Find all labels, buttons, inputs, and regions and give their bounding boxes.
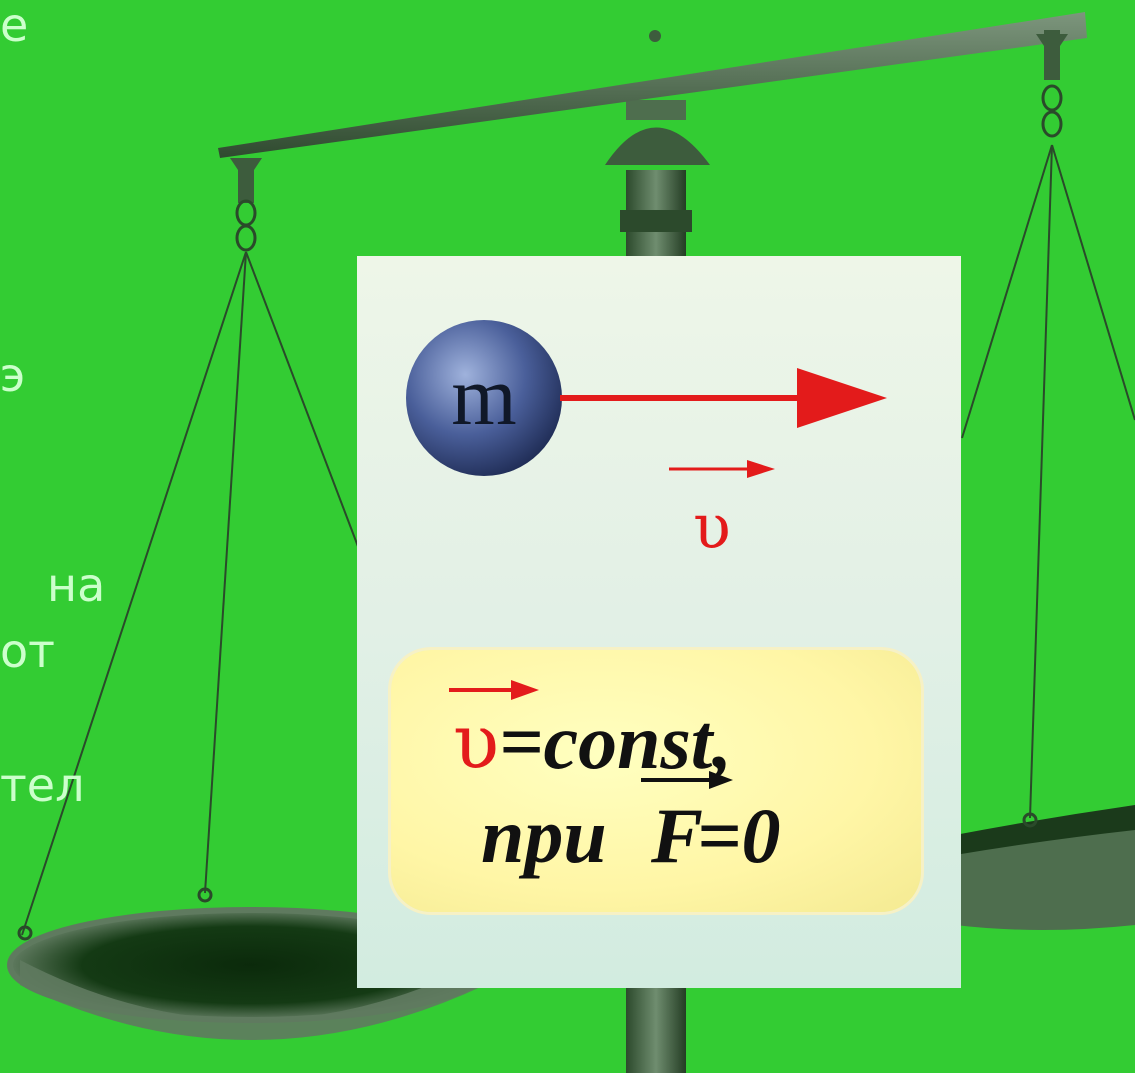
formula-line-2-rest: =0 [697,792,780,879]
scale-beam [218,12,1087,158]
velocity-symbol: υ [693,490,731,563]
formula-velocity-symbol: υ [453,697,499,786]
text-fragment-ot: от [0,624,55,678]
text-fragment-middle: э [0,348,26,402]
text-fragment-tel: тел [0,758,85,812]
text-fragment-na: на [47,558,106,612]
formula: υ =const, при F =0 [449,680,780,879]
right-pan-strings [961,144,1135,819]
left-pan-strings [21,251,363,936]
formula-force-symbol: F [650,792,703,879]
mass-label: m [451,350,516,443]
formula-line-1: =const, [499,698,732,785]
formula-line-2-prefix: при [481,792,607,879]
formula-box: υ =const, при F =0 [391,650,921,912]
text-fragment-top: е [0,0,29,52]
mass-ball [406,320,562,476]
inertia-diagram: m υ [406,320,887,563]
pivot-cap [605,127,710,165]
inertia-illustration-card: m υ υ =const, при F =0 [357,256,961,988]
pillar-collar [620,210,692,232]
velocity-arrowhead [797,368,887,428]
